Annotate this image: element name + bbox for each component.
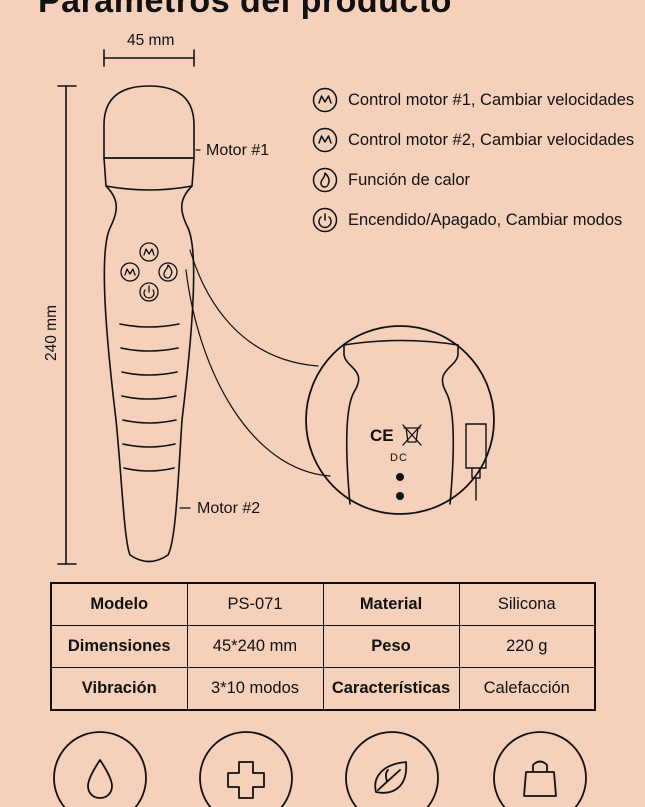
button-legend: Control motor #1, Cambiar velocidades Co… [312, 80, 634, 240]
motor2-label: Motor #2 [197, 500, 261, 517]
spec-key: Peso [322, 625, 460, 668]
legend-text: Función de calor [348, 170, 470, 189]
zoom-detail [305, 325, 495, 515]
spec-key: Dimensiones [50, 625, 188, 668]
motor1-label: Motor #1 [206, 142, 270, 159]
spec-value: 3*10 modos [186, 667, 324, 711]
flame-icon [312, 167, 338, 193]
motor-icon [120, 262, 140, 282]
leaf-icon [345, 731, 439, 807]
height-dimension-line [57, 85, 77, 565]
dc-label: DC [390, 452, 408, 464]
wand-handle [103, 185, 195, 563]
legend-item: Control motor #2, Cambiar velocidades [312, 120, 634, 160]
table-row: Modelo PS-071 Material Silicona [50, 582, 596, 626]
power-cable-plug [465, 423, 487, 469]
legend-text: Control motor #1, Cambiar velocidades [348, 90, 635, 109]
handle-buttons [120, 242, 178, 302]
medical-cross-icon [199, 731, 293, 807]
motor-icon [312, 87, 338, 113]
product-diagram [57, 49, 495, 565]
spec-table: Modelo PS-071 Material Silicona Dimensio… [50, 582, 596, 711]
spec-key: Material [322, 582, 460, 626]
bag-icon [493, 731, 587, 807]
spec-value: PS-071 [186, 582, 324, 626]
flame-icon [158, 262, 178, 282]
width-label: 45 mm [127, 32, 175, 49]
motor-icon [312, 127, 338, 153]
handle-ridges [119, 323, 180, 472]
weee-bin-icon [402, 424, 422, 446]
zoom-leader-bottom [185, 269, 331, 477]
table-row: Dimensiones 45*240 mm Peso 220 g [50, 625, 596, 668]
zoom-leader-top [189, 249, 319, 367]
legend-item: Función de calor [312, 160, 634, 200]
spec-value: 45*240 mm [186, 625, 324, 668]
legend-text: Encendido/Apagado, Cambiar modos [348, 210, 623, 229]
width-dimension-line [103, 49, 195, 67]
ce-mark: CE [370, 426, 394, 445]
water-drop-icon [53, 731, 147, 807]
spec-value: Calefacción [458, 667, 596, 711]
table-row: Vibración 3*10 modos Características Cal… [50, 667, 596, 711]
spec-key: Modelo [50, 582, 188, 626]
spec-key: Vibración [50, 667, 188, 711]
indicator-dot [396, 473, 404, 481]
page-title: Parámetros del producto [38, 0, 452, 20]
power-icon [139, 282, 159, 302]
legend-item: Control motor #1, Cambiar velocidades [312, 80, 634, 120]
charging-port-dot [396, 492, 404, 500]
spec-value: 220 g [458, 625, 596, 668]
power-icon [312, 207, 338, 233]
motor-icon [139, 242, 159, 262]
legend-text: Control motor #2, Cambiar velocidades [348, 130, 635, 149]
legend-item: Encendido/Apagado, Cambiar modos [312, 200, 634, 240]
